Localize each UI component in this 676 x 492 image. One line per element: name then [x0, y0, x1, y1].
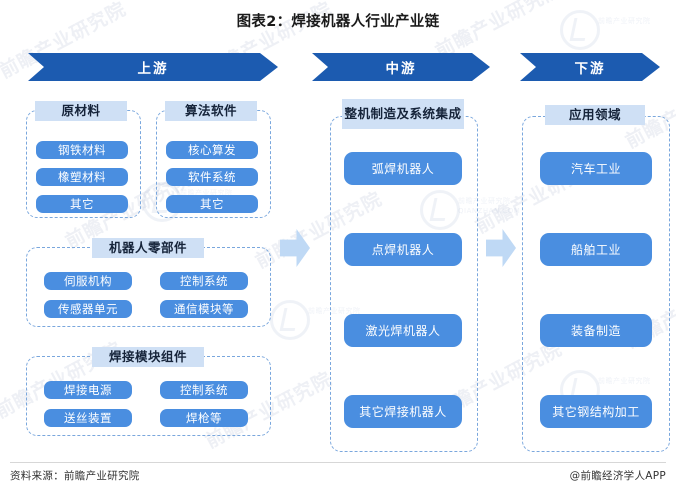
group-title-machine-manufacturing: 整机制造及系统集成 [342, 99, 464, 129]
item-software-other[interactable]: 其它 [166, 195, 258, 213]
item-welding-power[interactable]: 焊接电源 [44, 381, 132, 399]
item-arc-welding-robot[interactable]: 弧焊机器人 [344, 152, 462, 185]
item-spot-welding-robot[interactable]: 点焊机器人 [344, 233, 462, 266]
item-shipbuilding-industry[interactable]: 船舶工业 [540, 233, 652, 266]
footer-source: 资料来源：前瞻产业研究院 [10, 470, 140, 482]
group-title-robot-parts: 机器人零部件 [92, 238, 204, 258]
banner-upstream: 上游 [28, 53, 278, 81]
item-raw-other[interactable]: 其它 [36, 195, 128, 213]
item-core-algorithm[interactable]: 核心算发 [166, 141, 258, 159]
flow-arrow-midstream-to-downstream [486, 229, 516, 267]
item-rubber-plastic-material[interactable]: 橡塑材料 [36, 168, 128, 186]
item-laser-welding-robot[interactable]: 激光焊机器人 [344, 314, 462, 347]
item-control-system-welding[interactable]: 控制系统 [160, 381, 248, 399]
flow-arrow-upstream-to-midstream [280, 229, 310, 267]
item-wire-feeder[interactable]: 送丝装置 [44, 409, 132, 427]
item-sensor-unit[interactable]: 传感器单元 [44, 300, 132, 318]
footer-divider [10, 462, 666, 463]
group-title-welding-module: 焊接模块组件 [92, 347, 204, 367]
item-equipment-manufacturing[interactable]: 装备制造 [540, 314, 652, 347]
item-servo-mechanism[interactable]: 伺服机构 [44, 272, 132, 290]
item-other-steel-structure[interactable]: 其它钢结构加工 [540, 395, 652, 428]
item-software-system[interactable]: 软件系统 [166, 168, 258, 186]
item-steel-material[interactable]: 钢铁材料 [36, 141, 128, 159]
item-welding-gun[interactable]: 焊枪等 [160, 409, 248, 427]
banner-downstream: 下游 [520, 53, 660, 81]
page-title: 图表2：焊接机器人行业产业链 [236, 14, 440, 30]
group-title-application-fields: 应用领域 [545, 105, 645, 125]
footer-brand: @前瞻经济学人APP [569, 470, 666, 482]
item-automobile-industry[interactable]: 汽车工业 [540, 152, 652, 185]
item-other-welding-robot[interactable]: 其它焊接机器人 [344, 395, 462, 428]
item-communication-module[interactable]: 通信模块等 [160, 300, 248, 318]
banner-midstream: 中游 [312, 53, 490, 81]
item-control-system-parts[interactable]: 控制系统 [160, 272, 248, 290]
group-title-raw-materials: 原材料 [35, 101, 127, 121]
group-title-algorithm-software: 算法软件 [165, 101, 257, 121]
